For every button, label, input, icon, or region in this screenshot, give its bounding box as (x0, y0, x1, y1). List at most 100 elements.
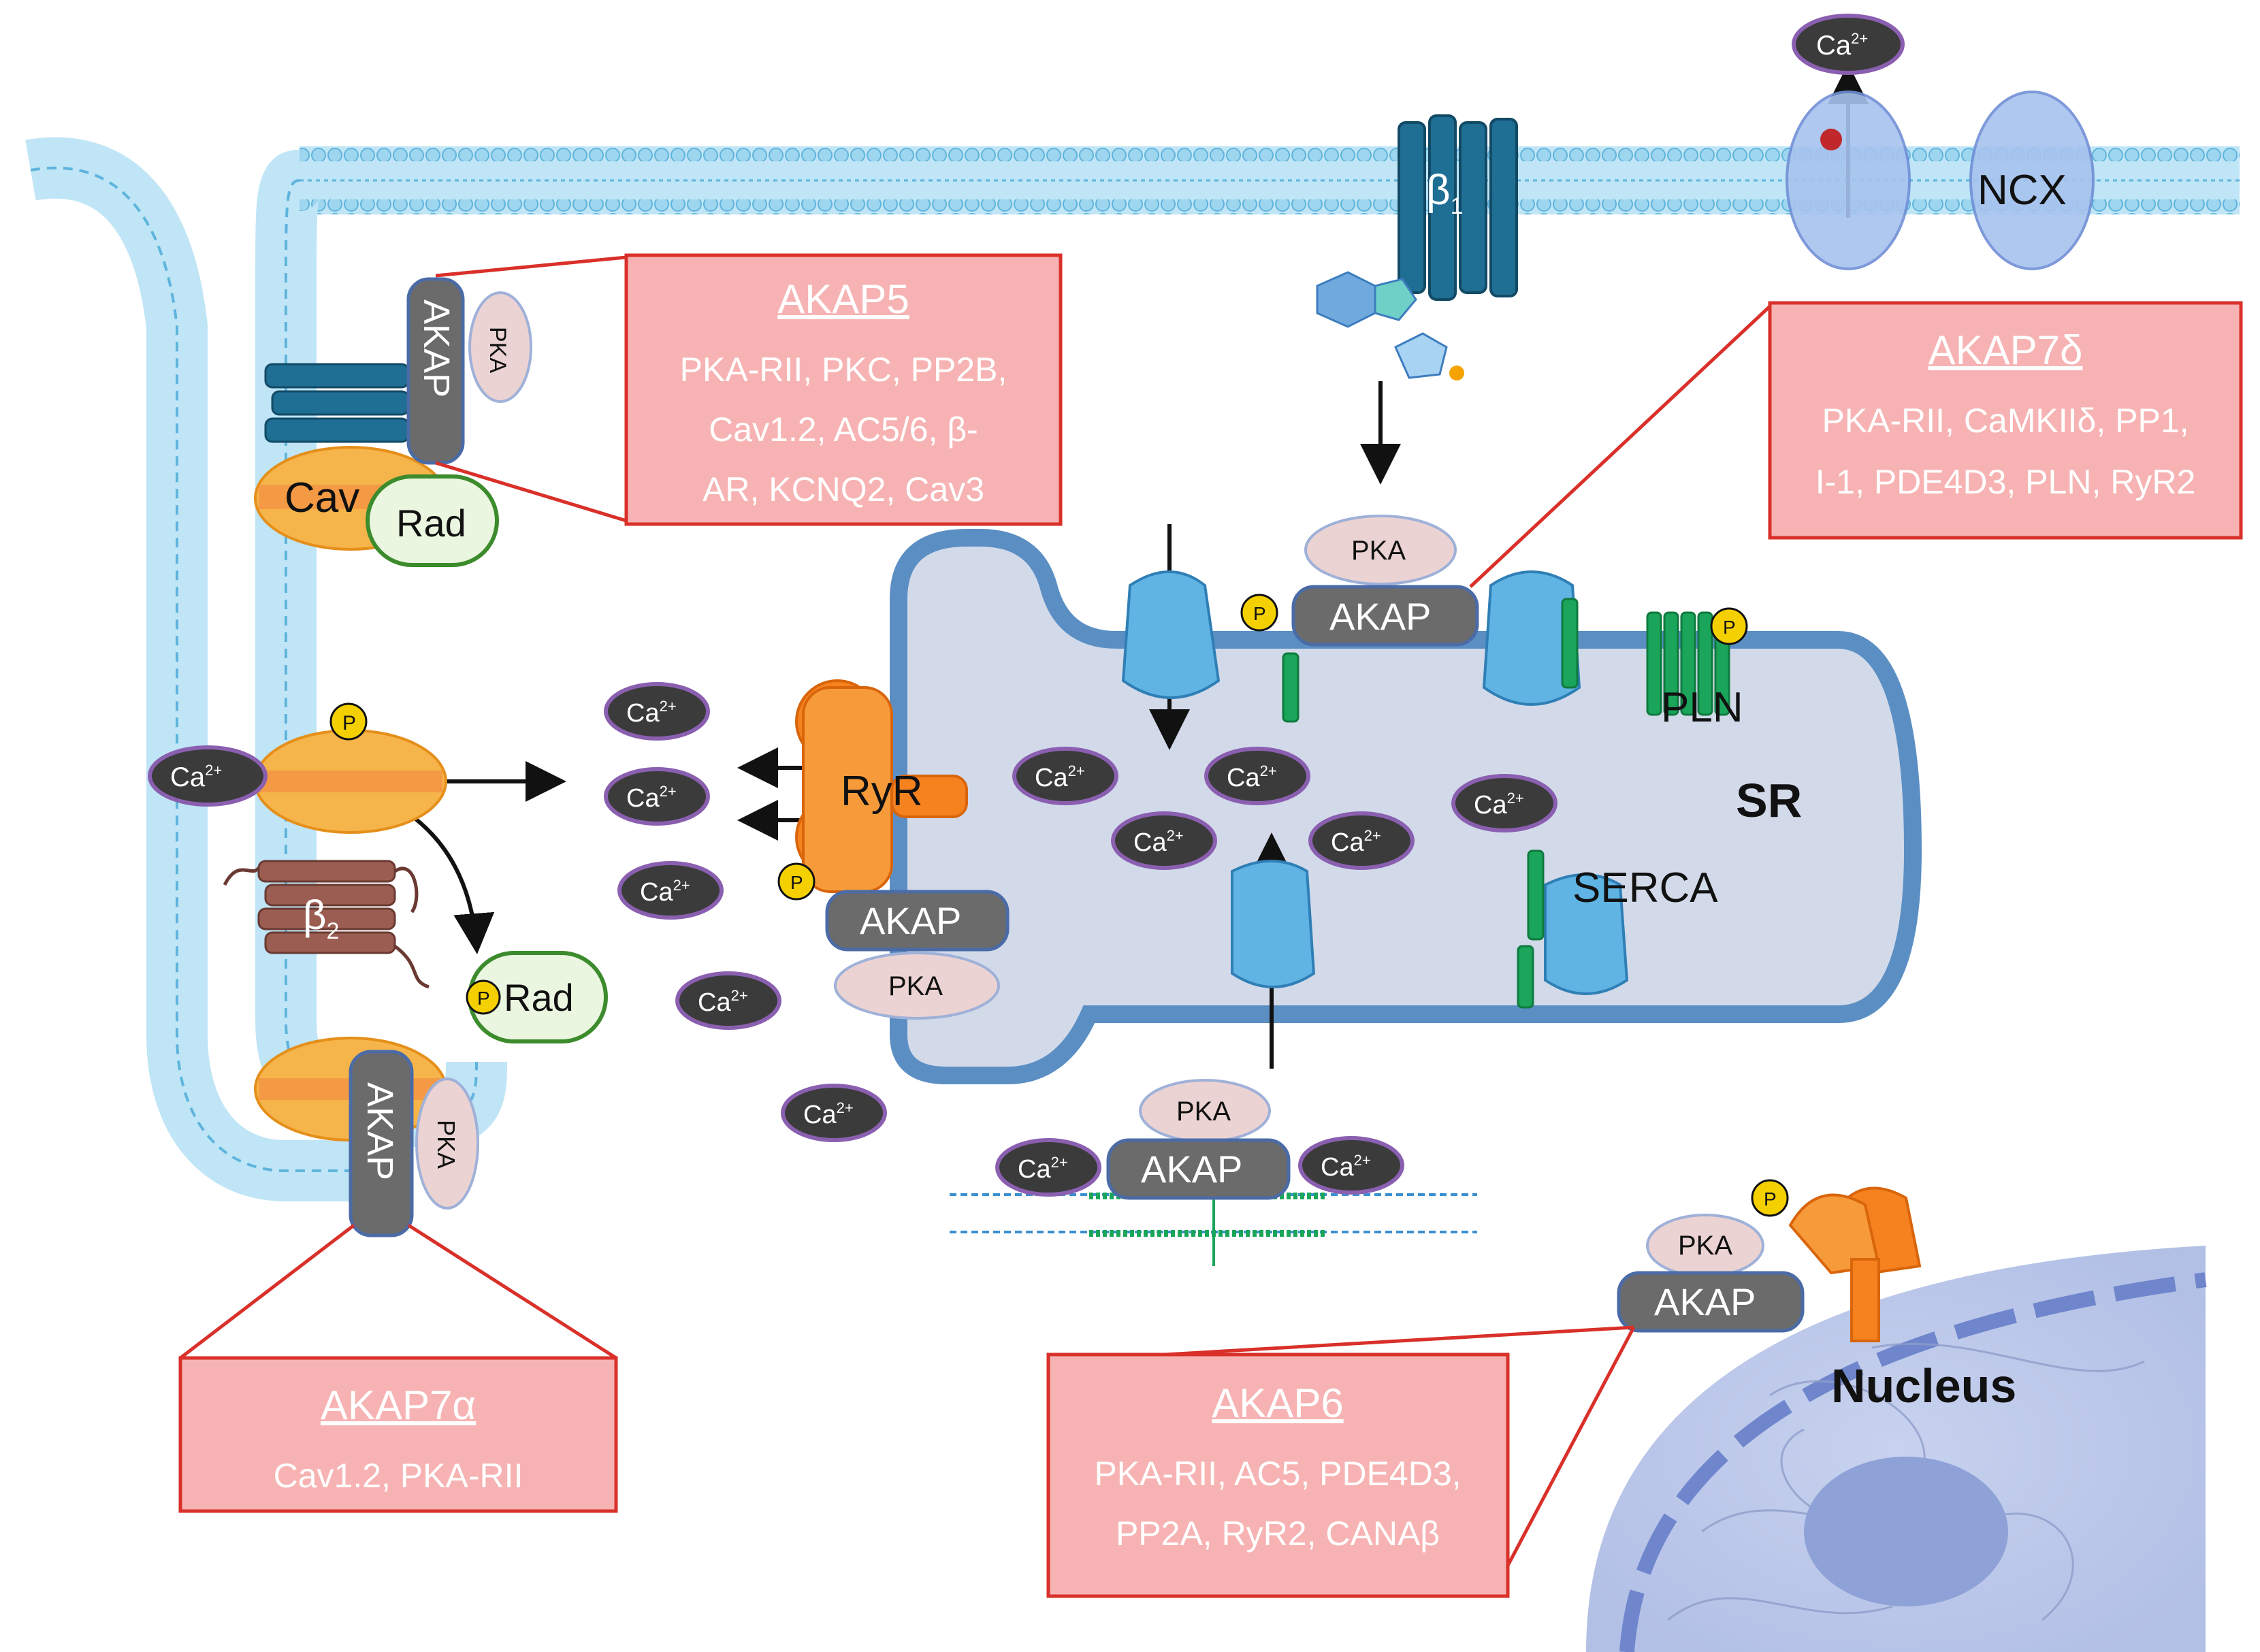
callout-akap5-line: PKA-RII, PKC, PP2B, (680, 351, 1007, 389)
svg-text:Ca2+: Ca2+ (626, 783, 677, 813)
phosphate-icon (1240, 594, 1278, 632)
sr-label: SR (1736, 774, 1802, 827)
callout-akap6-line: PKA-RII, AC5, PDE4D3, (1094, 1455, 1461, 1493)
svg-text:Ca2+: Ca2+ (1474, 790, 1524, 820)
svg-text:Ca2+: Ca2+ (803, 1099, 854, 1129)
ca-text: Ca (1816, 31, 1852, 61)
ca-sup: 2+ (660, 698, 677, 715)
beta2-subscript: 2 (327, 918, 340, 944)
arrow-icon (407, 811, 495, 954)
ryr-akap-complex: AKAP PKA (825, 890, 1010, 1020)
ncx-exchanger: NCX (1786, 91, 2095, 270)
nucleus-label: Nucleus (1831, 1359, 2016, 1412)
nuc-akap-label: AKAP (1654, 1280, 1756, 1323)
phosphate-icon (1710, 607, 1748, 645)
ca-text: Ca (1321, 1153, 1354, 1182)
phosphate-label: P (790, 872, 803, 893)
ca-text: Ca (1018, 1155, 1051, 1184)
myo-pka-label: PKA (1176, 1097, 1231, 1127)
callout-connectors (179, 255, 1771, 1567)
ca-ion: Ca2+ (617, 861, 724, 920)
callout-akap7a-line: Cav1.2, PKA-RII (274, 1457, 523, 1495)
ca-text: Ca (1133, 828, 1167, 857)
ryr-pka-label: PKA (888, 971, 943, 1001)
svg-text:β1: β1 (1426, 167, 1464, 219)
rad-p-label: Rad (504, 976, 574, 1019)
ca-sup: 2+ (1851, 30, 1868, 47)
ca-ion: Ca2+ (1308, 811, 1415, 870)
ca-ion: Ca2+ (1451, 774, 1557, 832)
ca-text: Ca (170, 762, 206, 792)
phosphate-label: P (477, 988, 490, 1009)
ca-ion: Ca2+ (1204, 747, 1310, 805)
akap5-akap-label: AKAP (416, 299, 457, 398)
beta1-receptor-icon: β1 (1316, 114, 1518, 380)
ca-sup: 2+ (205, 762, 222, 779)
ligand-icon (1316, 271, 1464, 380)
rad-phosphorylated: Rad P (466, 951, 608, 1043)
ca-sup: 2+ (1051, 1154, 1068, 1171)
callout-akap7d-line: I-1, PDE4D3, PLN, RyR2 (1815, 463, 2196, 501)
myofilament-akap: PKA AKAP Ca2+ Ca2+ (950, 1079, 1477, 1266)
ca-ion: Ca2+ (604, 767, 710, 826)
callout-akap5-title: AKAP5 (777, 276, 909, 322)
myo-akap-label: AKAP (1141, 1148, 1242, 1191)
phosphate-label: P (1253, 603, 1266, 624)
ca-ion: Ca2+ (148, 745, 268, 807)
beta2-symbol: β (303, 892, 327, 938)
ca-sup: 2+ (837, 1099, 854, 1116)
beta1-symbol: β (1426, 167, 1451, 214)
svg-text:β2: β2 (303, 892, 339, 944)
svg-text:Ca2+: Ca2+ (698, 987, 748, 1017)
ca-text: Ca (803, 1101, 837, 1129)
ca-sup: 2+ (1507, 790, 1524, 807)
svg-text:Ca2+: Ca2+ (1035, 762, 1085, 792)
akap7d-akap-label: AKAP (1329, 595, 1431, 638)
nuc-pka-label: PKA (1678, 1231, 1732, 1261)
serca-label: SERCA (1572, 864, 1718, 911)
akap7a-pka-label: PKA (432, 1120, 460, 1169)
nuclear-akap6-complex: P PKA AKAP (1617, 1179, 1922, 1342)
beta2-receptor-icon: β2 (223, 860, 430, 989)
ca-ion: Ca2+ (675, 971, 781, 1030)
callout-akap7a: AKAP7α Cav1.2, PKA-RII (178, 1356, 618, 1513)
svg-text:Ca2+: Ca2+ (170, 762, 222, 792)
beta1-subscript: 1 (1451, 193, 1464, 219)
ryr-receptor: RyR P (777, 679, 968, 901)
pln-label: PLN (1661, 684, 1743, 731)
svg-text:Ca2+: Ca2+ (626, 698, 677, 728)
ryr-label: RyR (841, 768, 923, 815)
akap5-pka-label: PKA (485, 327, 511, 373)
callout-akap6-line: PP2A, RyR2, CANAβ (1116, 1515, 1440, 1553)
phosphate-icon (777, 862, 816, 901)
ca-sup: 2+ (1260, 762, 1277, 779)
svg-text:Ca2+: Ca2+ (1816, 30, 1868, 61)
ca-sup: 2+ (660, 783, 677, 800)
svg-text:Ca2+: Ca2+ (1018, 1154, 1068, 1184)
callout-akap7d-line: PKA-RII, CaMKIIδ, PP1, (1822, 402, 2189, 440)
ca-ion: Ca2+ (1298, 1136, 1404, 1195)
callout-akap7a-title: AKAP7α (321, 1382, 476, 1428)
sr-ca-ions: Ca2+ Ca2+ Ca2+ Ca2+ Ca2+ (1012, 747, 1557, 870)
callout-akap5-line: Cav1.2, AC5/6, β- (709, 410, 978, 449)
svg-text:Ca2+: Ca2+ (1331, 827, 1381, 857)
ncx-label: NCX (1978, 167, 2067, 214)
phosphate-label: P (1723, 617, 1736, 638)
ca-ion: Ca2+ (781, 1084, 887, 1142)
ca-text: Ca (626, 699, 660, 728)
ca-ion: Ca2+ (1111, 811, 1217, 870)
ca-ion: Ca2+ (604, 682, 710, 741)
ca-text: Ca (1227, 764, 1260, 792)
callout-akap6-title: AKAP6 (1212, 1380, 1343, 1426)
svg-text:Ca2+: Ca2+ (1227, 762, 1277, 792)
callout-akap7d: AKAP7δ PKA-RII, CaMKIIδ, PP1, I-1, PDE4D… (1768, 301, 2243, 540)
ca-ion: Ca2+ (995, 1138, 1101, 1197)
phosphate-icon (1751, 1179, 1789, 1217)
ca-text: Ca (640, 878, 673, 907)
callout-akap7d-title: AKAP7δ (1928, 327, 2083, 373)
ca-text: Ca (626, 784, 660, 813)
callout-akap5: AKAP5 PKA-RII, PKC, PP2B, Cav1.2, AC5/6,… (624, 253, 1063, 526)
nucleus: Nucleus (1586, 1246, 2207, 1652)
akap5-complex: AKAP PKA (406, 277, 532, 465)
